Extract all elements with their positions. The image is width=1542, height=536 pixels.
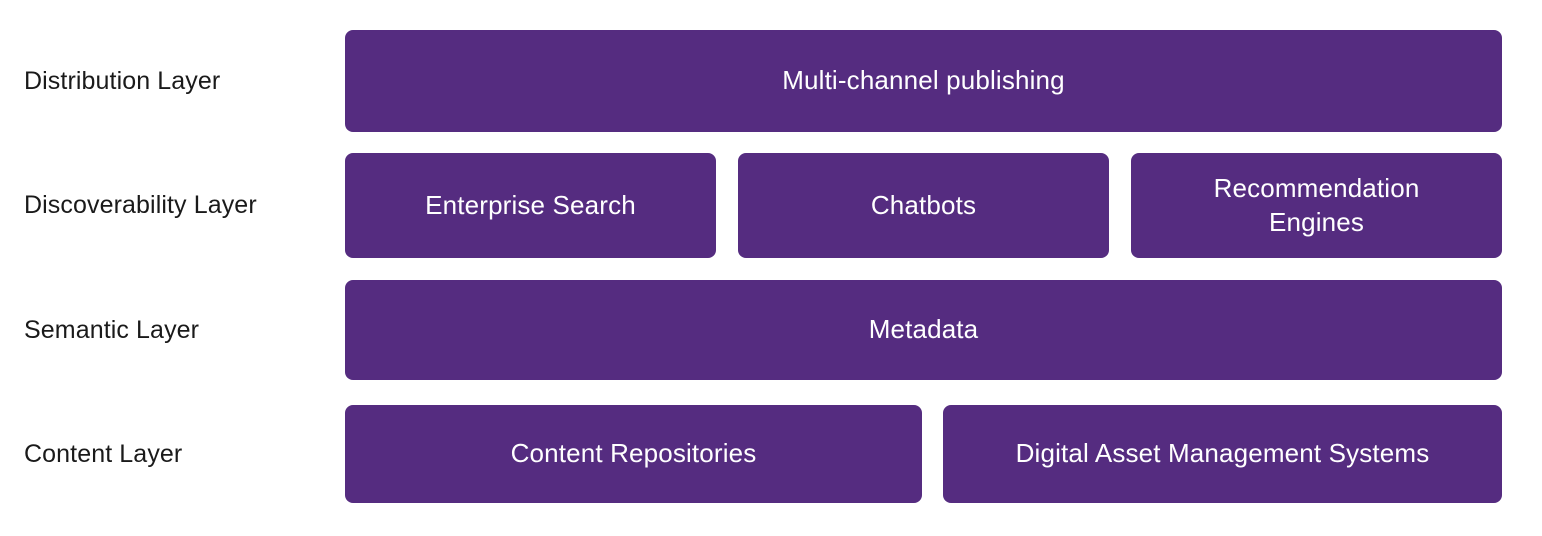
node-chatbots[interactable]: Chatbots [738, 153, 1109, 258]
node-enterprise-search-label: Enterprise Search [425, 189, 636, 220]
node-recommendation-engines-label: Recommendation Engines [1213, 172, 1420, 237]
node-content-repositories[interactable]: Content Repositories [345, 405, 922, 503]
node-enterprise-search[interactable]: Enterprise Search [345, 153, 716, 258]
layer-label-semantic: Semantic Layer [24, 315, 200, 344]
layer-boxes-distribution: Multi-channel publishing [345, 30, 1522, 132]
layer-label-distribution: Distribution Layer [24, 66, 221, 95]
layer-boxes-discoverability: Enterprise Search Chatbots Recommendatio… [345, 153, 1522, 258]
layer-row-discoverability: Discoverability Layer Enterprise Search … [0, 153, 1542, 258]
layer-boxes-content: Content Repositories Digital Asset Manag… [345, 405, 1522, 503]
node-multi-channel-publishing[interactable]: Multi-channel publishing [345, 30, 1502, 132]
node-digital-asset-management-systems[interactable]: Digital Asset Management Systems [943, 405, 1502, 503]
layer-label-discoverability: Discoverability Layer [24, 191, 257, 220]
node-metadata[interactable]: Metadata [345, 280, 1502, 380]
layer-row-distribution: Distribution Layer Multi-channel publish… [0, 30, 1542, 132]
layer-label-content: Content Layer [24, 439, 183, 468]
layer-boxes-semantic: Metadata [345, 280, 1522, 380]
layer-row-content: Content Layer Content Repositories Digit… [0, 405, 1542, 503]
layer-row-semantic: Semantic Layer Metadata [0, 280, 1542, 380]
node-recommendation-engines[interactable]: Recommendation Engines [1131, 153, 1502, 258]
